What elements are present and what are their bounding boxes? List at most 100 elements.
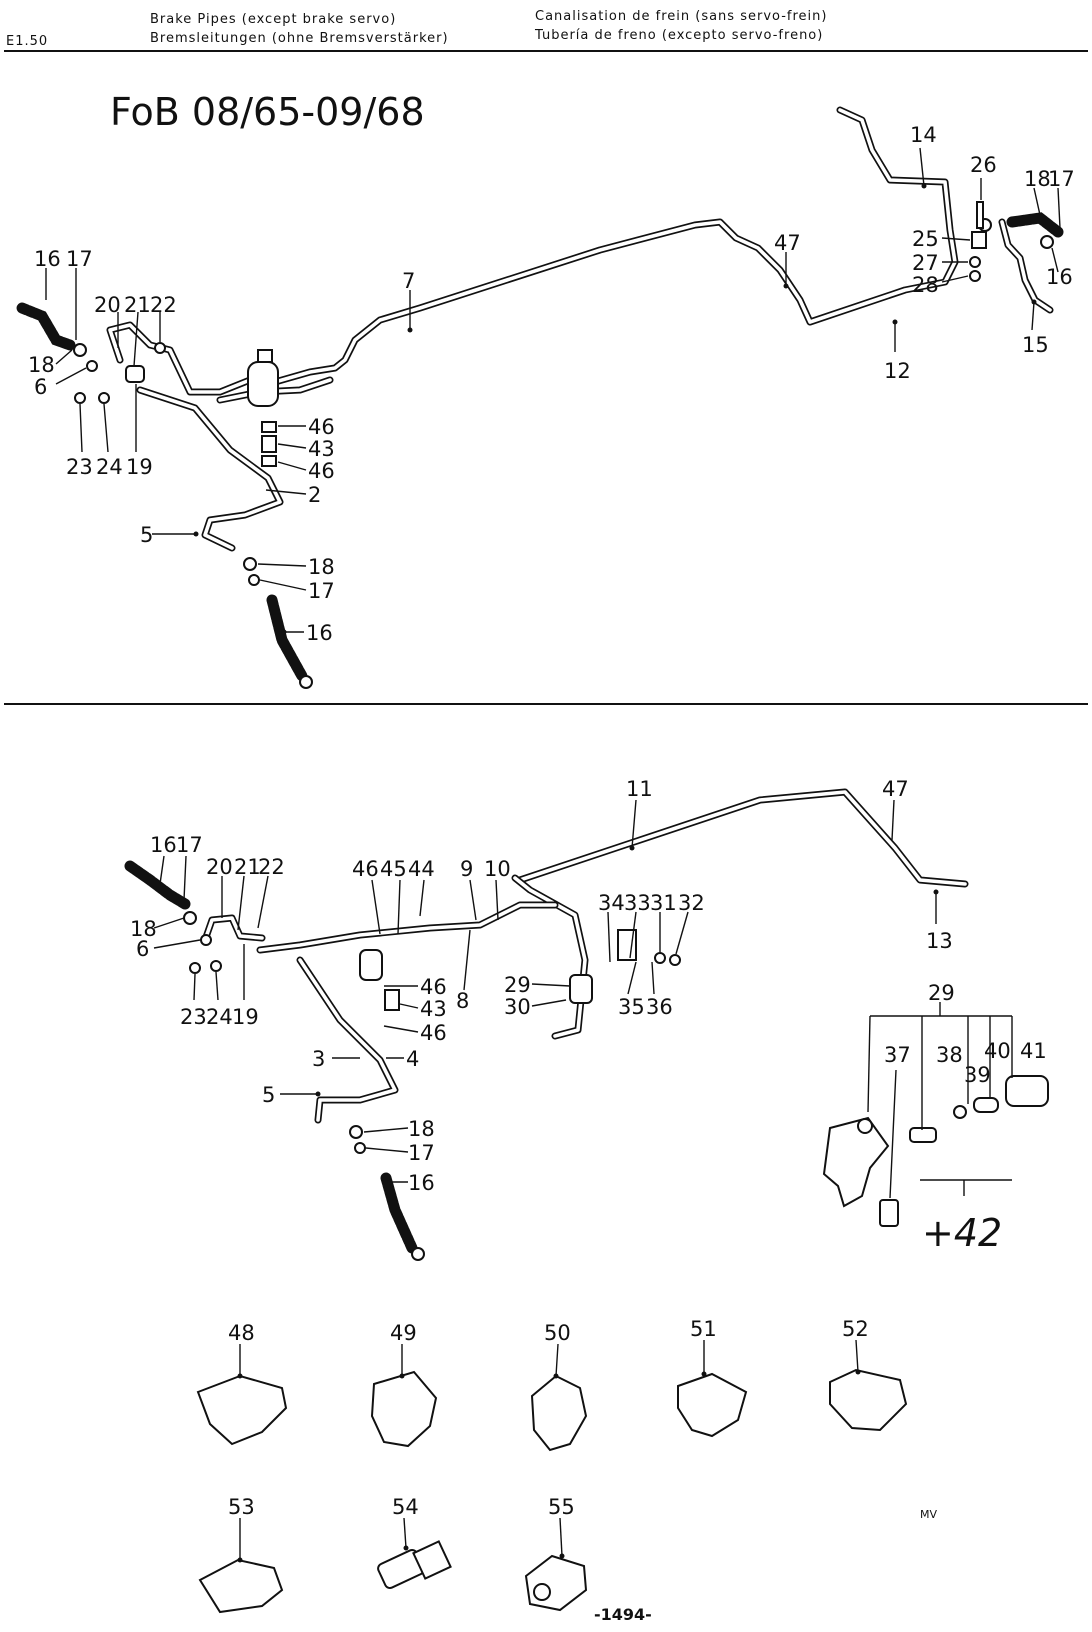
callout-16-lower: 16 xyxy=(306,621,333,645)
clip-52 xyxy=(829,1368,908,1432)
hose-end-16 xyxy=(1040,235,1054,249)
callout-3: 3 xyxy=(312,1047,325,1071)
callout-13: 13 xyxy=(926,929,953,953)
top-components xyxy=(73,201,1054,689)
callout-47-b: 47 xyxy=(882,777,909,801)
callout-28: 28 xyxy=(912,273,939,297)
callout-35: 35 xyxy=(618,995,645,1019)
distributor-cap xyxy=(257,349,273,363)
callout-54: 54 xyxy=(392,1495,419,1519)
bolt-22 xyxy=(154,342,166,354)
callout-26: 26 xyxy=(970,153,997,177)
callout-5-b: 5 xyxy=(262,1083,275,1107)
washer-17-lower xyxy=(248,574,260,586)
callout-14: 14 xyxy=(910,123,937,147)
callout-46-upper: 46 xyxy=(308,415,335,439)
bottom-pipe-run xyxy=(201,788,969,1124)
callout-5: 5 xyxy=(140,523,153,547)
callout-50: 50 xyxy=(544,1321,571,1345)
callout-21-b: 21 xyxy=(234,855,261,879)
callout-25: 25 xyxy=(912,227,939,251)
clip-53 xyxy=(198,1558,284,1614)
callout-46-lower: 46 xyxy=(308,459,335,483)
callout-49: 49 xyxy=(390,1321,417,1345)
plug-41 xyxy=(1005,1075,1049,1107)
nut-55 xyxy=(524,1554,588,1612)
callout-19-b: 19 xyxy=(232,1005,259,1029)
callout-48: 48 xyxy=(228,1321,255,1345)
callout-47: 47 xyxy=(774,231,801,255)
callout-16: 16 xyxy=(1046,265,1073,289)
callout-18: 18 xyxy=(1024,167,1051,191)
page-number: -1494- xyxy=(594,1605,652,1624)
caption-spanish: Tubería de freno (excepto servo-freno) xyxy=(535,28,824,43)
callout-10: 10 xyxy=(484,857,511,881)
nut-31 xyxy=(654,952,666,964)
callout-12: 12 xyxy=(884,359,911,383)
callout-17-b-lower: 17 xyxy=(408,1141,435,1165)
callout-38: 38 xyxy=(936,1043,963,1067)
caption-french: Canalisation de frein (sans servo-frein) xyxy=(535,9,828,24)
washer-24 xyxy=(98,392,110,404)
callout-32: 32 xyxy=(678,891,705,915)
hose-end-16-lower xyxy=(299,675,313,689)
callout-18-b: 18 xyxy=(130,917,157,941)
tee-25 xyxy=(971,231,987,249)
valve-29 xyxy=(569,974,593,1004)
callout-46-b-lower: 46 xyxy=(420,1021,447,1045)
junction-19 xyxy=(125,365,145,383)
screw-23 xyxy=(74,392,86,404)
callout-2: 2 xyxy=(308,483,321,507)
distributor-block-lower xyxy=(359,949,383,981)
diagram-title: FoB 08/65-09/68 xyxy=(110,90,425,134)
nut-55-bore xyxy=(533,1583,551,1601)
callout-27: 27 xyxy=(912,251,939,275)
callout-19: 19 xyxy=(126,455,153,479)
sleeve-43-lower xyxy=(384,989,400,1011)
callout-24-b: 24 xyxy=(206,1005,233,1029)
callout-16-left: 16 xyxy=(34,247,61,271)
clip-50 xyxy=(530,1374,588,1452)
callout-23-b: 23 xyxy=(180,1005,207,1029)
bottom-components xyxy=(183,911,681,1261)
seal-46-lower xyxy=(261,455,277,467)
callout-4: 4 xyxy=(406,1047,419,1071)
callout-23: 23 xyxy=(66,455,93,479)
distributor-block xyxy=(247,361,279,407)
screw-23-b xyxy=(189,962,201,974)
callout-46-b: 46 xyxy=(352,857,379,881)
nut-18-lower xyxy=(243,557,257,571)
callout-18-left: 18 xyxy=(28,353,55,377)
section-divider xyxy=(4,703,1088,705)
top-callouts: 14 26 18 17 25 27 28 16 15 47 12 7 16 17… xyxy=(28,123,1075,645)
callout-52: 52 xyxy=(842,1317,869,1341)
sleeve-43 xyxy=(261,435,277,453)
top-pipe-run xyxy=(106,106,1054,552)
callout-40: 40 xyxy=(984,1039,1011,1063)
callout-51: 51 xyxy=(690,1317,717,1341)
callout-36: 36 xyxy=(646,995,673,1019)
callout-37: 37 xyxy=(884,1043,911,1067)
caption-german: Bremsleitungen (ohne Bremsverstärker) xyxy=(150,31,449,46)
callout-43: 43 xyxy=(308,437,335,461)
bottom-leaders xyxy=(153,799,1013,1199)
callout-41: 41 xyxy=(1020,1039,1047,1063)
callout-8: 8 xyxy=(456,989,469,1013)
nut-18-b xyxy=(183,911,197,925)
section-code: E1.50 xyxy=(6,34,49,49)
washer-24-b xyxy=(210,960,222,972)
callout-29-b: 29 xyxy=(504,973,531,997)
callout-55: 55 xyxy=(548,1495,575,1519)
callout-20-b: 20 xyxy=(206,855,233,879)
callout-22: 22 xyxy=(150,293,177,317)
clip-32 xyxy=(669,954,681,966)
bracket-34 xyxy=(617,929,637,961)
callout-39: 39 xyxy=(964,1063,991,1087)
nut-18-left xyxy=(73,343,87,357)
seal-6-b xyxy=(200,934,212,946)
clip-49 xyxy=(370,1370,438,1448)
bolt-26 xyxy=(976,201,984,229)
callout-17: 17 xyxy=(1048,167,1075,191)
washer-17-b-lower xyxy=(354,1142,366,1154)
seal-46-upper xyxy=(261,421,277,433)
